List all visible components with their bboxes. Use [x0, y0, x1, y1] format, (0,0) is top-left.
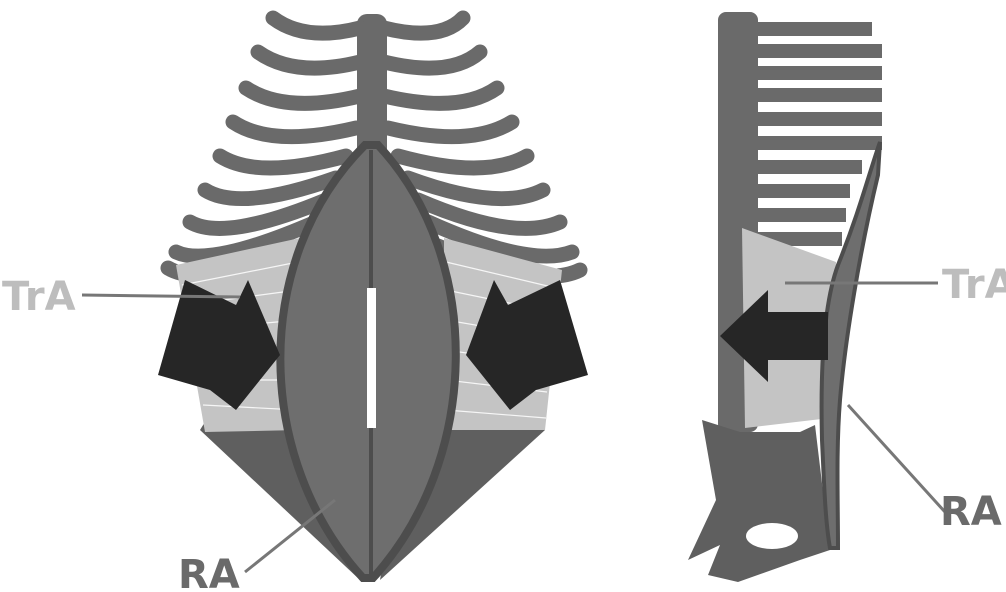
front-tra-leader [82, 295, 240, 297]
side-pelvis-hole [746, 523, 798, 549]
front-white-slot [367, 288, 376, 428]
side-rectus-abdominis [822, 142, 880, 548]
front-view: TrA RA [2, 14, 588, 592]
side-ra-leader [848, 405, 945, 512]
side-tra-label: TrA [942, 262, 1006, 308]
front-tra-label: TrA [2, 274, 76, 320]
side-pelvis [688, 420, 830, 582]
side-view: TrA RA [688, 12, 1006, 582]
side-ra-label: RA [940, 489, 1002, 535]
front-ra-label: RA [178, 552, 240, 592]
